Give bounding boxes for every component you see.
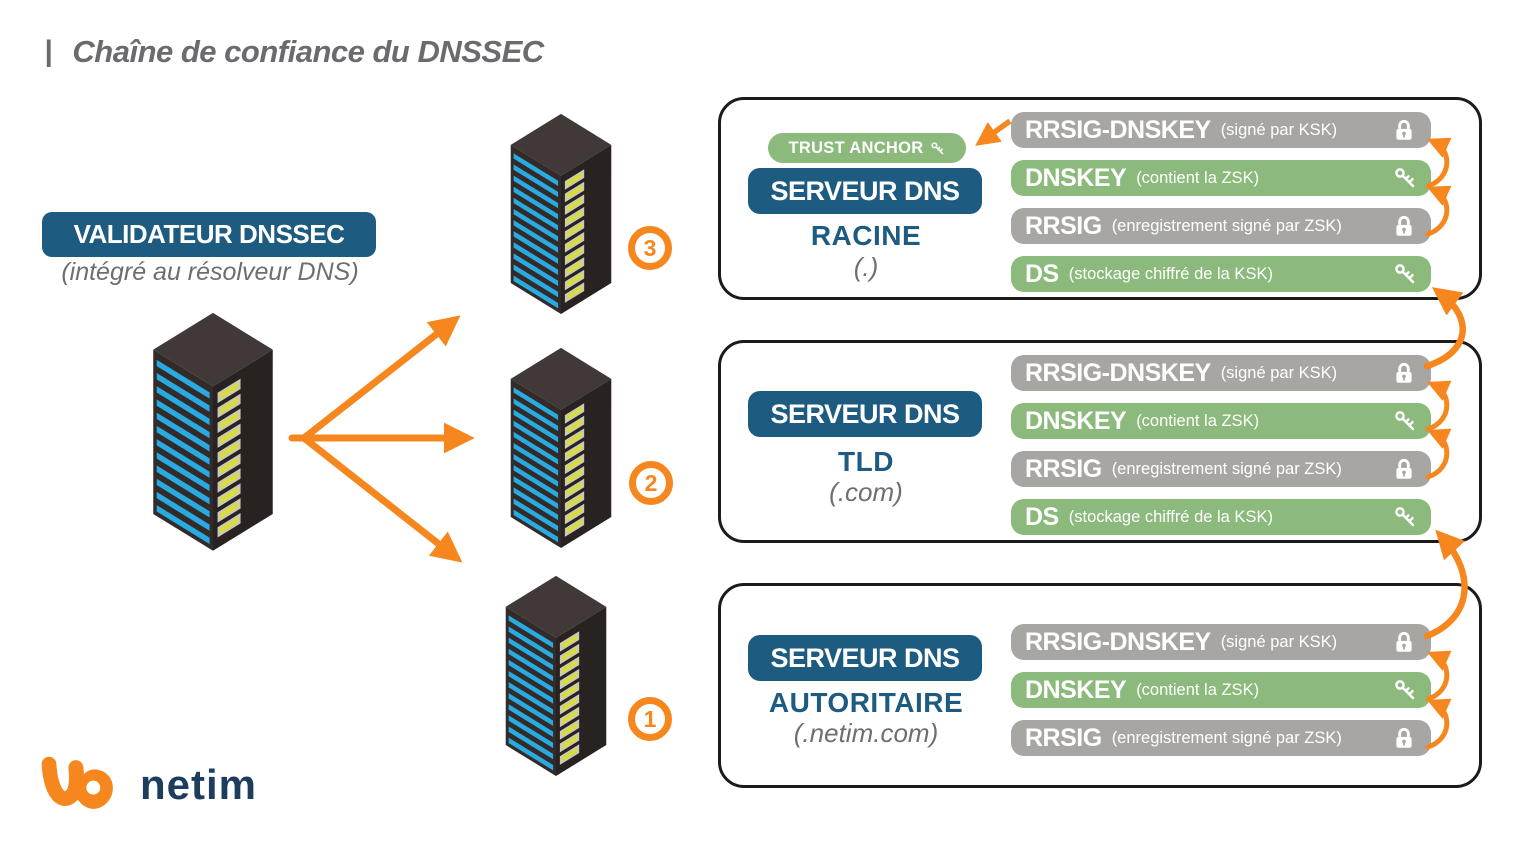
zone-box-tld: SERVEUR DNS TLD (.com) RRSIG-DNSKEY (sig…	[718, 340, 1482, 543]
record-dnskey: DNSKEY (contient la ZSK)	[1011, 403, 1431, 439]
record-rrsig: RRSIG (enregistrement signé par ZSK)	[1011, 208, 1431, 244]
record-rrsig-dnskey: RRSIG-DNSKEY (signé par KSK)	[1011, 112, 1431, 148]
key-icon	[1393, 505, 1417, 529]
netim-logo: netim	[38, 752, 257, 818]
record-note: (contient la ZSK)	[1136, 411, 1260, 430]
record-rrsig: RRSIG (enregistrement signé par ZSK)	[1011, 451, 1431, 487]
record-name: RRSIG	[1025, 723, 1102, 752]
title-text: Chaîne de confiance du DNSSEC	[72, 34, 544, 69]
netim-logo-icon	[41, 756, 113, 809]
step-badge-2: 2	[629, 461, 673, 505]
record-note: (stockage chiffré de la KSK)	[1068, 264, 1273, 283]
record-rrsig-dnskey: RRSIG-DNSKEY (signé par KSK)	[1011, 355, 1431, 391]
zone-domain: (.netim.com)	[793, 718, 939, 748]
record-name: RRSIG-DNSKEY	[1025, 358, 1211, 387]
key-icon	[930, 141, 945, 156]
arrow-to-authoritative-server	[300, 434, 463, 563]
page-title: | Chaîne de confiance du DNSSEC	[44, 34, 544, 70]
lock-icon	[1391, 456, 1417, 482]
trust-anchor-label: TRUST ANCHOR	[788, 138, 924, 157]
tld-server-icon	[503, 342, 619, 550]
record-note: (signé par KSK)	[1220, 363, 1338, 382]
record-note: (enregistrement signé par ZSK)	[1111, 216, 1342, 235]
key-icon	[1393, 166, 1417, 190]
record-name: RRSIG	[1025, 454, 1102, 483]
record-name: DNSKEY	[1025, 163, 1127, 192]
arrow-to-root-server	[300, 315, 461, 442]
authoritative-server-icon	[498, 570, 614, 778]
record-note: (contient la ZSK)	[1136, 168, 1260, 187]
key-icon	[1393, 262, 1417, 286]
resolver-server-icon	[144, 306, 282, 553]
record-dnskey: DNSKEY (contient la ZSK)	[1011, 160, 1431, 196]
record-name: DS	[1025, 259, 1059, 288]
lock-icon	[1391, 629, 1417, 655]
record-note: (enregistrement signé par ZSK)	[1111, 728, 1342, 747]
zone-domain: (.com)	[829, 477, 903, 507]
validator-subtitle: (intégré au résolveur DNS)	[61, 258, 359, 286]
netim-logo-text: netim	[140, 761, 258, 808]
step-badge-3: 3	[628, 226, 672, 270]
record-rrsig: RRSIG (enregistrement signé par ZSK)	[1011, 720, 1431, 756]
record-rrsig-dnskey: RRSIG-DNSKEY (signé par KSK)	[1011, 624, 1431, 660]
step-badge-1: 1	[628, 697, 672, 741]
record-name: DS	[1025, 502, 1059, 531]
record-name: DNSKEY	[1025, 675, 1127, 704]
record-note: (signé par KSK)	[1220, 632, 1338, 651]
record-name: RRSIG-DNSKEY	[1025, 115, 1211, 144]
validator-dnssec-pill: VALIDATEUR DNSSEC	[42, 212, 376, 257]
record-note: (enregistrement signé par ZSK)	[1111, 459, 1342, 478]
dns-server-pill: SERVEUR DNS	[748, 635, 982, 681]
zone-domain: (.)	[853, 252, 879, 282]
lock-icon	[1391, 360, 1417, 386]
dns-server-pill: SERVEUR DNS	[748, 391, 982, 437]
record-note: (signé par KSK)	[1220, 120, 1338, 139]
query-fan-arrows	[288, 315, 475, 563]
record-ds: DS (stockage chiffré de la KSK)	[1011, 499, 1431, 535]
record-dnskey: DNSKEY (contient la ZSK)	[1011, 672, 1431, 708]
record-name: DNSKEY	[1025, 406, 1127, 435]
record-name: RRSIG	[1025, 211, 1102, 240]
record-ds: DS (stockage chiffré de la KSK)	[1011, 256, 1431, 292]
lock-icon	[1391, 725, 1417, 751]
zone-name: RACINE	[810, 220, 922, 251]
key-icon	[1393, 409, 1417, 433]
zone-box-autoritaire: SERVEUR DNS AUTORITAIRE (.netim.com) RRS…	[718, 583, 1482, 788]
zone-name: AUTORITAIRE	[768, 687, 964, 718]
record-note: (stockage chiffré de la KSK)	[1068, 507, 1273, 526]
key-icon	[1393, 678, 1417, 702]
zone-name: TLD	[838, 446, 894, 477]
dns-server-pill: SERVEUR DNS	[748, 168, 982, 214]
record-note: (contient la ZSK)	[1136, 680, 1260, 699]
trust-anchor-pill: TRUST ANCHOR	[768, 133, 966, 163]
title-marker: |	[44, 35, 53, 68]
zone-box-racine: TRUST ANCHOR SERVEUR DNS RACINE (.) RRSI…	[718, 97, 1482, 300]
lock-icon	[1391, 117, 1417, 143]
lock-icon	[1391, 213, 1417, 239]
record-name: RRSIG-DNSKEY	[1025, 627, 1211, 656]
root-server-icon	[503, 108, 619, 316]
